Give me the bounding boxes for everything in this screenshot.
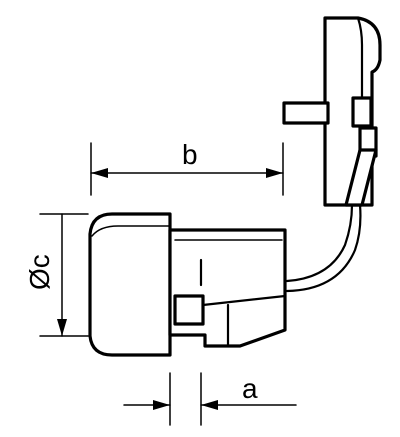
clip-strip — [344, 148, 378, 207]
cable-wire-inner — [285, 203, 362, 293]
connector-rear-ridge — [91, 225, 171, 237]
connector — [88, 212, 287, 357]
dim-a-arrow-right — [201, 400, 218, 410]
cable — [285, 203, 362, 293]
mounting-clip — [282, 16, 382, 207]
connector-rear-body — [88, 212, 172, 357]
dimension-b: b — [90, 139, 284, 196]
dimension-c: Øc — [24, 213, 89, 337]
dim-a-label: a — [242, 373, 258, 404]
latch-upper — [351, 96, 373, 128]
sleeve-window — [173, 294, 205, 326]
dim-b-arrow-right — [266, 168, 283, 178]
dim-c-label: Øc — [24, 254, 55, 290]
sleeve-taper — [201, 294, 287, 307]
dim-b-arrow-left — [91, 168, 108, 178]
clip-inner-edge — [356, 16, 364, 102]
dim-b-label: b — [182, 139, 198, 170]
dim-a-arrow-left — [153, 400, 170, 410]
clip-tab — [282, 101, 330, 125]
dim-c-arrow-bottom — [57, 319, 67, 336]
cable-wire-outer — [285, 203, 354, 283]
dimension-a: a — [123, 372, 297, 426]
